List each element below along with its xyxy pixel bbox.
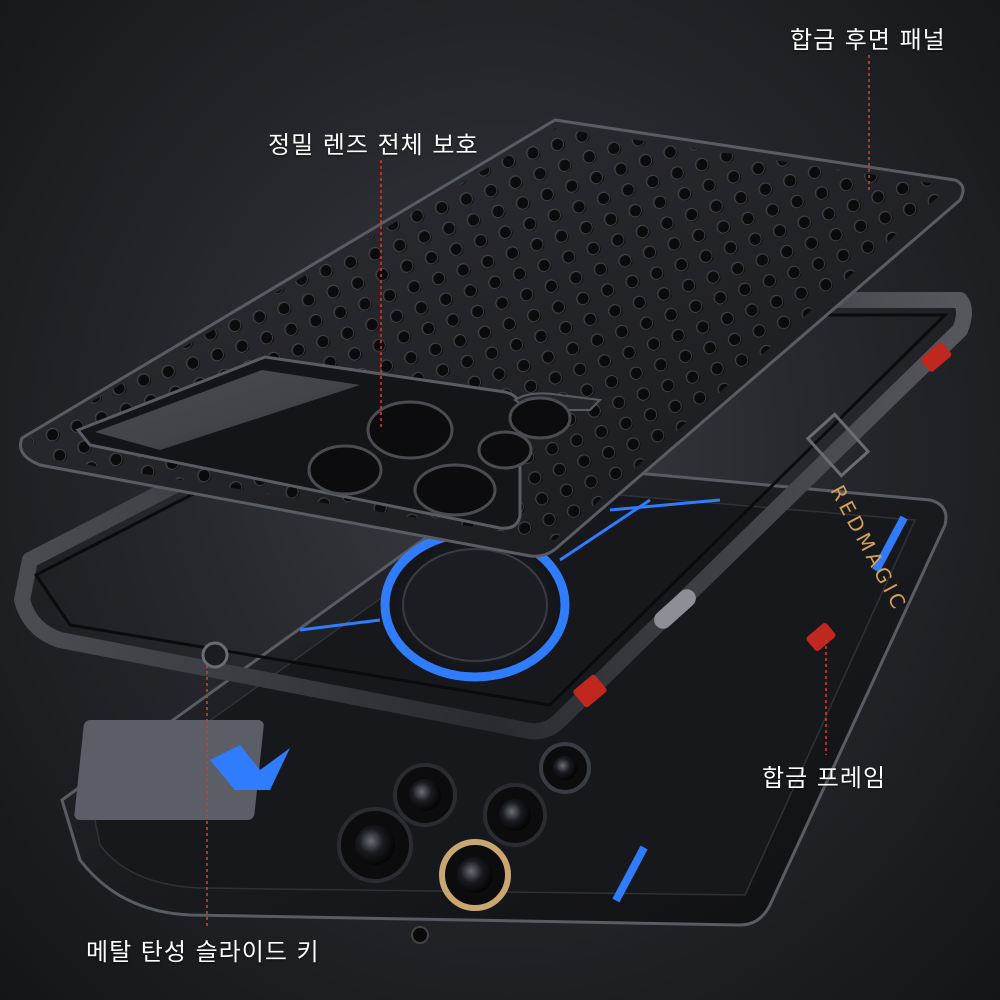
blue-accent-strip (872, 515, 908, 573)
lens-cutout-icon (307, 444, 383, 496)
phone-body: REDMAGIC (60, 461, 948, 944)
lens-cutout-icon (366, 400, 454, 460)
slide-key-icon (201, 641, 229, 669)
logo-panel (74, 720, 290, 820)
callout-alloy-frame: 합금 프레임 (762, 764, 887, 792)
callout-metal-elastic-slide-key: 메탈 탄성 슬라이드 키 (86, 938, 320, 966)
magnetic-ring (299, 498, 721, 682)
lens-cutout-icon (413, 463, 497, 517)
callout-precision-lens-protection: 정밀 렌즈 전체 보호 (268, 131, 479, 159)
alloy-back-panel (19, 118, 965, 558)
callout-alloy-back-panel: 합금 후면 패널 (790, 26, 946, 54)
leader-lines (206, 55, 870, 928)
camera-cutout (75, 355, 603, 530)
camera-module (337, 742, 591, 944)
lens-cutout-icon (508, 396, 572, 440)
red-key (920, 342, 952, 372)
blue-accent-strip (612, 845, 648, 903)
red-key (806, 622, 836, 652)
lens-cutout-icon (477, 430, 533, 470)
speaker-grille (654, 589, 696, 629)
red-key (573, 674, 607, 708)
redmagic-logo-icon (210, 745, 290, 790)
